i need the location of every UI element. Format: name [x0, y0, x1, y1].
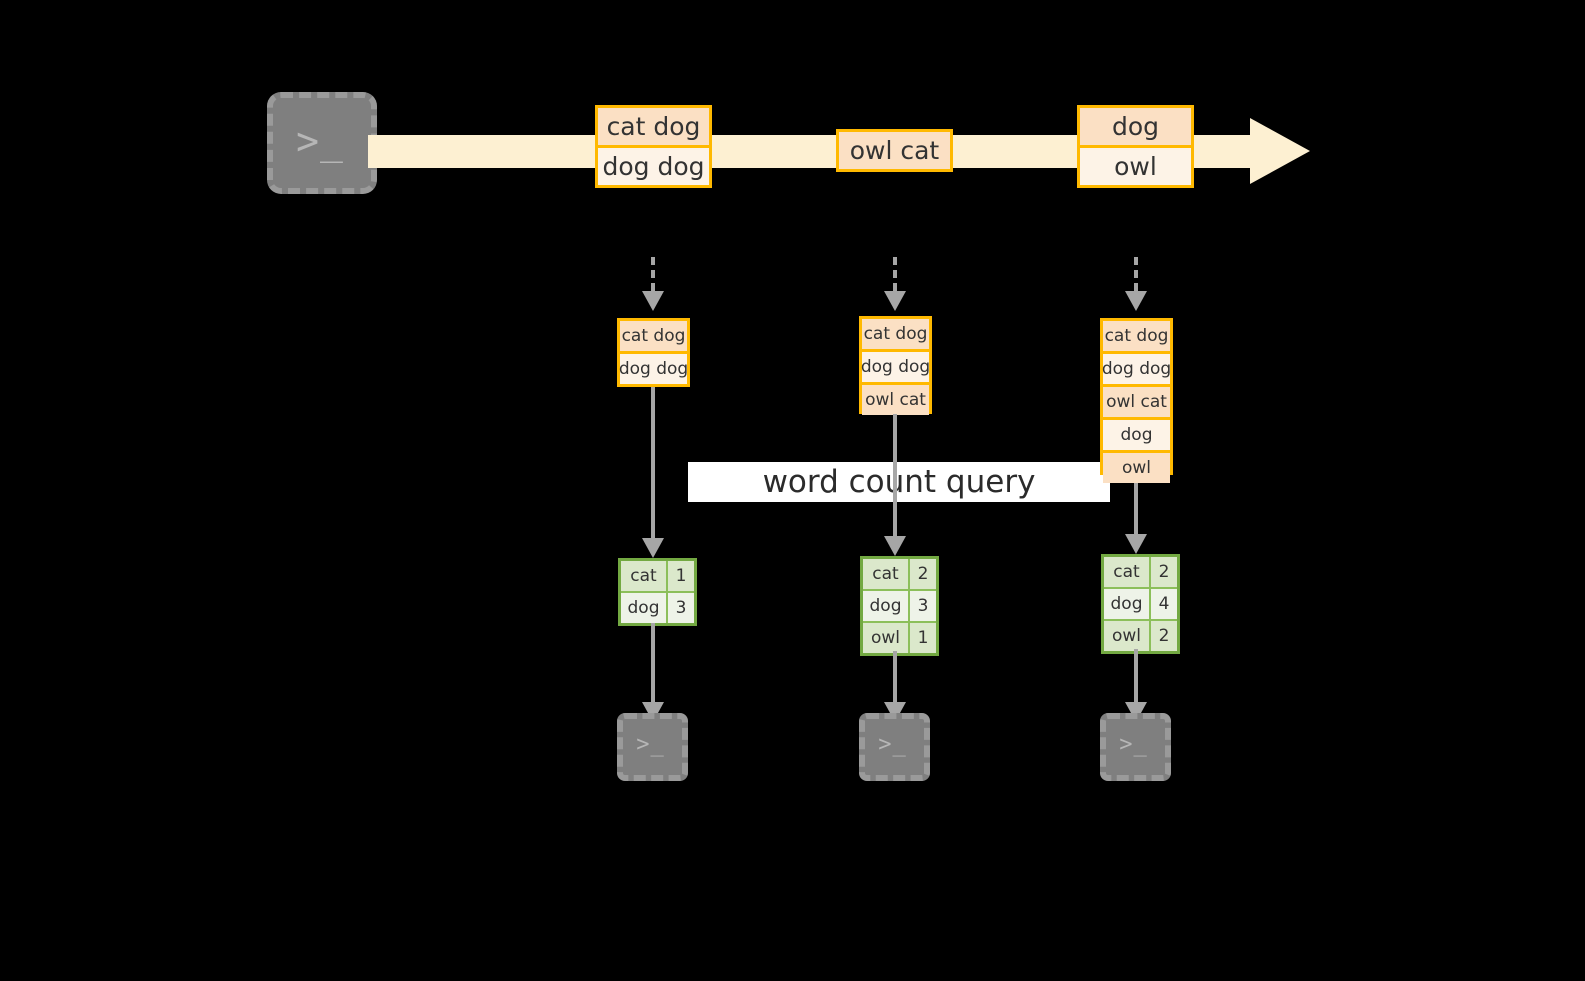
consumer-terminal-icon: >_ — [1100, 713, 1171, 781]
result-to-consumer-connector — [651, 623, 655, 704]
result-count-cell: 2 — [908, 559, 936, 589]
result-count-cell: 1 — [908, 623, 936, 653]
table-row: cat 2 — [863, 559, 936, 589]
table-row: owl 2 — [1104, 619, 1177, 651]
result-word-cell: owl — [1104, 621, 1149, 651]
table-row: cat 2 — [1104, 557, 1177, 587]
stream-to-snapshot-arrowhead — [1125, 291, 1147, 311]
stream-to-snapshot-arrowhead — [642, 291, 664, 311]
result-word-cell: cat — [863, 559, 908, 589]
query-label: word count query — [688, 462, 1110, 502]
stream-to-snapshot-connector — [651, 257, 655, 291]
snapshot-event-line: owl cat — [862, 382, 929, 415]
result-table[interactable]: cat 2 dog 3 owl 1 — [860, 556, 939, 656]
terminal-prompt-glyph: >_ — [636, 732, 665, 757]
result-to-consumer-connector — [893, 651, 897, 704]
terminal-prompt-glyph: >_ — [296, 119, 344, 163]
stream-event-group[interactable]: cat dog dog dog — [595, 105, 712, 188]
snapshot-event-line: cat dog — [620, 321, 687, 351]
event-stream-arrowhead — [1250, 118, 1310, 184]
table-row: dog 3 — [621, 591, 694, 623]
snapshot-event-list[interactable]: cat dog dog dog — [617, 318, 690, 387]
result-count-cell: 3 — [908, 591, 936, 621]
result-word-cell: dog — [863, 591, 908, 621]
consumer-terminal-icon: >_ — [617, 713, 688, 781]
stream-event-line: owl cat — [839, 132, 950, 169]
result-word-cell: cat — [621, 561, 666, 591]
stream-event-group[interactable]: dog owl — [1077, 105, 1194, 188]
terminal-prompt-glyph: >_ — [878, 732, 907, 757]
result-count-cell: 4 — [1149, 589, 1177, 619]
query-label-text: word count query — [762, 464, 1036, 500]
snapshot-to-result-connector — [893, 414, 897, 538]
result-count-cell: 2 — [1149, 557, 1177, 587]
snapshot-event-list[interactable]: cat dog dog dog owl cat — [859, 316, 932, 415]
table-row: owl 1 — [863, 621, 936, 653]
stream-to-snapshot-arrowhead — [884, 291, 906, 311]
snapshot-event-line: dog dog — [619, 351, 688, 384]
stream-event-line: dog — [1080, 108, 1191, 145]
result-count-cell: 1 — [666, 561, 694, 591]
result-count-cell: 2 — [1149, 621, 1177, 651]
snapshot-to-result-connector — [1134, 475, 1138, 536]
snapshot-event-line: dog dog — [861, 349, 930, 382]
snapshot-event-line: dog — [1103, 417, 1170, 450]
snapshot-to-result-arrowhead — [884, 536, 906, 556]
consumer-terminal-icon: >_ — [859, 713, 930, 781]
stream-to-snapshot-connector — [893, 257, 897, 291]
stream-event-line: owl — [1080, 145, 1191, 185]
stream-event-line: dog dog — [598, 145, 709, 185]
snapshot-to-result-connector — [651, 387, 655, 540]
snapshot-to-result-arrowhead — [642, 538, 664, 558]
result-word-cell: dog — [621, 593, 666, 623]
producer-terminal-icon: >_ — [267, 92, 377, 194]
snapshot-to-result-arrowhead — [1125, 534, 1147, 554]
snapshot-event-line: cat dog — [862, 319, 929, 349]
stream-event-line: cat dog — [598, 108, 709, 145]
snapshot-event-line: dog dog — [1102, 351, 1171, 384]
snapshot-event-line: cat dog — [1103, 321, 1170, 351]
table-row: dog 3 — [863, 589, 936, 621]
result-word-cell: owl — [863, 623, 908, 653]
result-word-cell: cat — [1104, 557, 1149, 587]
table-row: cat 1 — [621, 561, 694, 591]
result-table[interactable]: cat 2 dog 4 owl 2 — [1101, 554, 1180, 654]
terminal-prompt-glyph: >_ — [1119, 732, 1148, 757]
result-count-cell: 3 — [666, 593, 694, 623]
stream-event-group[interactable]: owl cat — [836, 129, 953, 172]
result-table[interactable]: cat 1 dog 3 — [618, 558, 697, 626]
result-to-consumer-connector — [1134, 649, 1138, 704]
snapshot-event-list[interactable]: cat dog dog dog owl cat dog owl — [1100, 318, 1173, 483]
result-word-cell: dog — [1104, 589, 1149, 619]
snapshot-event-line: owl — [1103, 450, 1170, 483]
table-row: dog 4 — [1104, 587, 1177, 619]
stream-to-snapshot-connector — [1134, 257, 1138, 291]
snapshot-event-line: owl cat — [1103, 384, 1170, 417]
